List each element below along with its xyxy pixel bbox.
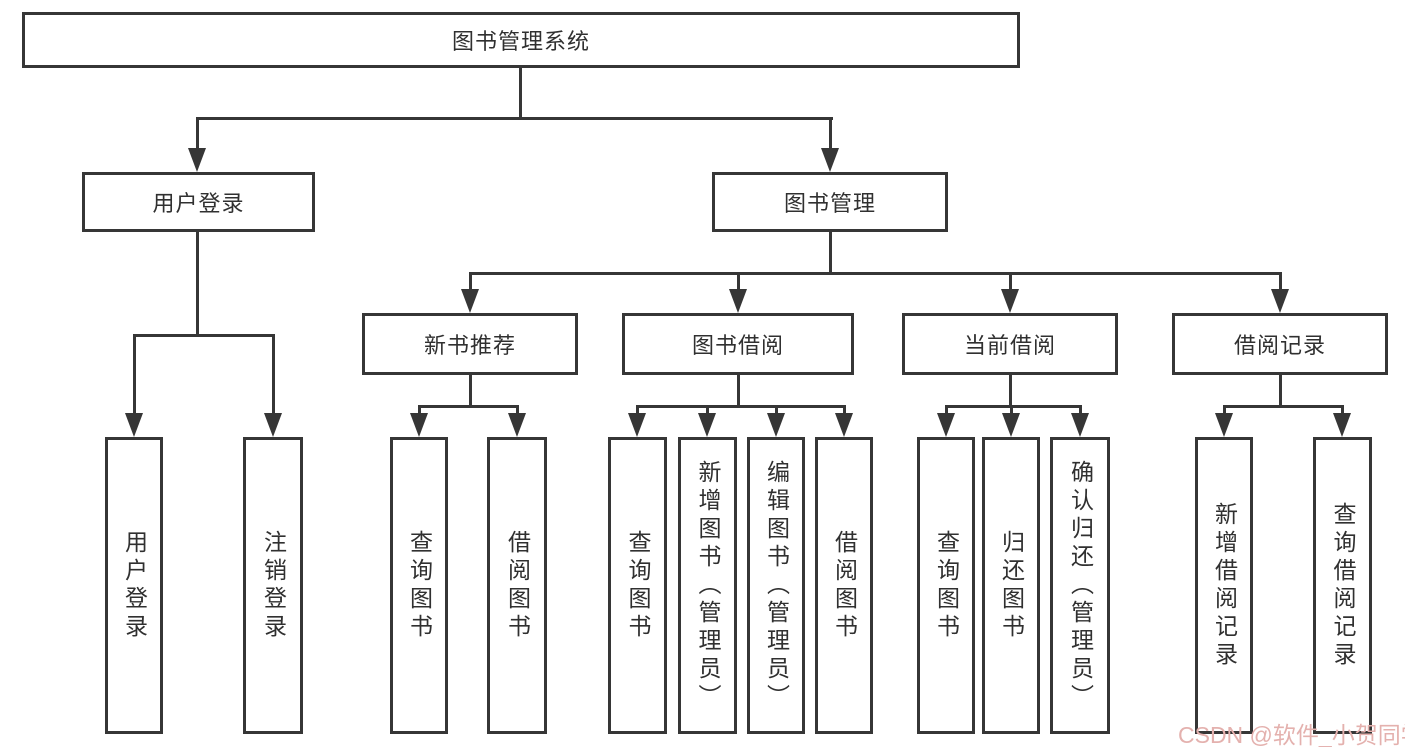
arrow-down-icon (1071, 413, 1089, 437)
node-borrow-books-leaf: 借阅图书 (815, 437, 873, 734)
connector-rail (133, 334, 275, 337)
connector-drop (418, 405, 421, 417)
arrow-down-icon (188, 148, 206, 172)
leaf-label: 借阅图书 (831, 529, 858, 642)
leaf-label: 注销登录 (260, 529, 287, 642)
arrow-down-icon (410, 413, 428, 437)
node-borrow-records: 借阅记录 (1172, 313, 1388, 375)
arrow-down-icon (628, 413, 646, 437)
connector-stem (737, 375, 740, 408)
arrow-down-icon (1271, 289, 1289, 313)
connector-drop (737, 272, 740, 294)
arrow-down-icon (508, 413, 526, 437)
leaf-label: 确认归还（管理员） (1067, 459, 1094, 712)
node-edit-book-admin: 编辑图书（管理员） (747, 437, 805, 734)
connector-drop (196, 117, 199, 153)
node-logout: 注销登录 (243, 437, 303, 734)
arrow-down-icon (1001, 289, 1019, 313)
arrow-down-icon (937, 413, 955, 437)
node-query-books-borrow: 查询图书 (608, 437, 667, 734)
node-book-management: 图书管理 (712, 172, 948, 232)
connector-drop (775, 405, 778, 417)
arrow-down-icon (835, 413, 853, 437)
connector-drop (1010, 405, 1013, 417)
arrow-down-icon (1002, 413, 1020, 437)
leaf-label: 查询图书 (406, 529, 433, 642)
csdn-watermark: CSDN @软件_小贺同学 (1178, 722, 1405, 747)
node-return-books: 归还图书 (982, 437, 1040, 734)
node-user-login: 用户登录 (82, 172, 315, 232)
node-confirm-return-admin: 确认归还（管理员） (1050, 437, 1110, 734)
connector-stem (829, 232, 832, 275)
connector-drop (1279, 272, 1282, 294)
leaf-label: 用户登录 (121, 529, 148, 642)
leaf-label: 新增借阅记录 (1211, 501, 1238, 670)
leaf-label: 查询图书 (933, 529, 960, 642)
connector-drop (706, 405, 709, 417)
connector-drop (945, 405, 948, 417)
arrow-down-icon (461, 289, 479, 313)
node-borrow-books-recommend: 借阅图书 (487, 437, 547, 734)
connector-rail (1223, 405, 1343, 408)
connector-rail (636, 405, 845, 408)
connector-drop (1223, 405, 1226, 417)
connector-drop (1341, 405, 1344, 417)
leaf-label: 查询借阅记录 (1330, 501, 1356, 670)
arrow-down-icon (767, 413, 785, 437)
connector-stem (469, 375, 472, 408)
arrow-down-icon (821, 148, 839, 172)
connector-drop (1009, 272, 1012, 294)
connector-rail (945, 405, 1081, 408)
arrow-down-icon (264, 413, 282, 437)
leaf-label: 新增图书（管理员） (695, 459, 721, 712)
connector-stem (1009, 375, 1012, 408)
arrow-down-icon (729, 289, 747, 313)
connector-drop (1079, 405, 1082, 417)
arrow-down-icon (1333, 413, 1351, 437)
connector-drop (829, 117, 832, 153)
leaf-label: 借阅图书 (504, 529, 531, 642)
connector-drop (133, 334, 136, 416)
connector-drop (843, 405, 846, 417)
connector-drop (516, 405, 519, 417)
node-add-book-admin: 新增图书（管理员） (678, 437, 737, 734)
node-current-borrow: 当前借阅 (902, 313, 1118, 375)
connector-drop (469, 272, 472, 294)
node-query-books-current: 查询图书 (917, 437, 975, 734)
arrow-down-icon (125, 413, 143, 437)
leaf-label: 查询图书 (625, 529, 651, 642)
connector-stem (196, 232, 199, 337)
leaf-label: 编辑图书（管理员） (763, 459, 790, 712)
connector-rail (469, 272, 1282, 275)
node-query-books-recommend: 查询图书 (390, 437, 448, 734)
node-new-book-recommend: 新书推荐 (362, 313, 578, 375)
node-library-system: 图书管理系统 (22, 12, 1020, 68)
node-query-borrow-record: 查询借阅记录 (1313, 437, 1372, 734)
connector-stem (1279, 375, 1282, 408)
node-user-login-leaf: 用户登录 (105, 437, 163, 734)
arrow-down-icon (698, 413, 716, 437)
connector-root-stem (519, 68, 522, 120)
connector-rail (418, 405, 519, 408)
node-add-borrow-record: 新增借阅记录 (1195, 437, 1253, 734)
node-book-borrow: 图书借阅 (622, 313, 854, 375)
connector-drop (272, 334, 275, 416)
leaf-label: 归还图书 (998, 529, 1025, 642)
connector-root-rail (196, 117, 833, 120)
connector-drop (636, 405, 639, 417)
arrow-down-icon (1215, 413, 1233, 437)
